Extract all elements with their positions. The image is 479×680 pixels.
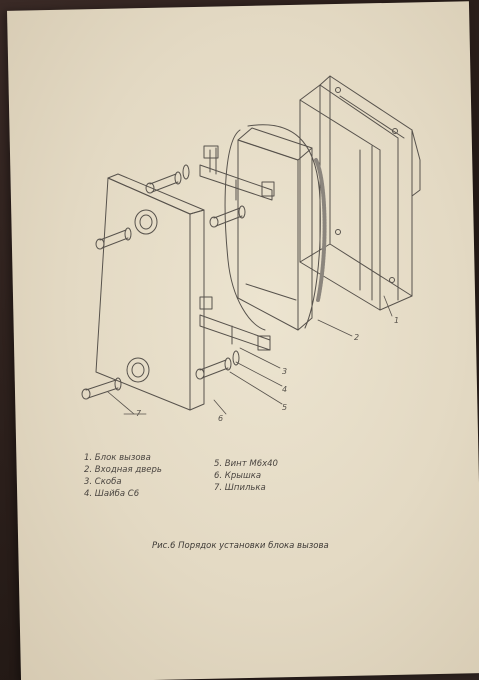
call-unit-drawing (299, 75, 421, 311)
parts-legend-right: 5. Винт М6х40 6. Крышка 7. Шпилька (214, 458, 278, 494)
callout-7: 7 (136, 409, 142, 418)
legend-item: 6. Крышка (214, 471, 262, 481)
callout-5: 5 (282, 403, 287, 412)
callout-6: 6 (218, 414, 223, 423)
legend-item: 2. Входная дверь (84, 465, 162, 475)
legend-item: 5. Винт М6х40 (214, 459, 278, 469)
bracket-top (199, 145, 275, 201)
figure-caption: Рис.6 Порядок установки блока вызова (152, 541, 329, 551)
legend-item: 1. Блок вызова (84, 453, 151, 463)
callout-2: 2 (354, 333, 359, 342)
legend-item: 3. Скоба (84, 477, 122, 487)
callout-3: 3 (282, 367, 287, 376)
parts-legend-left: 1. Блок вызова 2. Входная дверь 3. Скоба… (84, 452, 162, 500)
callout-4: 4 (282, 385, 287, 394)
bracket-bottom (199, 296, 271, 351)
leader-lines (107, 295, 393, 415)
legend-item: 7. Шпилька (214, 483, 266, 493)
legend-item: 4. Шайба С6 (84, 489, 140, 499)
callout-1: 1 (394, 316, 399, 325)
entrance-door-frame (224, 124, 327, 331)
cover-plate (95, 173, 205, 411)
screws-and-studs (81, 164, 246, 400)
